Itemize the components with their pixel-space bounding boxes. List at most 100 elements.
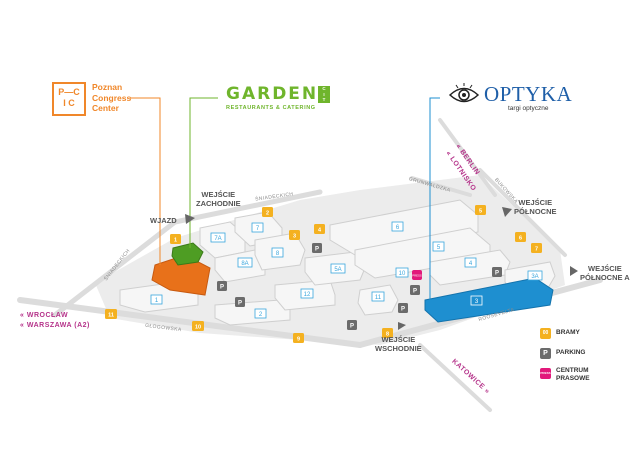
hall-number-5a-text: 5A <box>334 267 341 273</box>
direction-warszawa-text: WARSZAWA (A2) <box>26 322 90 329</box>
hall-number-7a: 7A <box>210 232 226 243</box>
hall-number-5-text: 5 <box>437 245 441 251</box>
hall-number-8a: 8A <box>237 257 253 268</box>
parking-4-text: P <box>413 289 417 295</box>
parking-5: P <box>347 320 357 330</box>
hall-number-1-text: 1 <box>155 298 159 304</box>
road-grunwaldzka <box>410 176 472 197</box>
parking-1-text: P <box>220 285 224 291</box>
gate-3: 3 <box>289 230 300 240</box>
hall-number-8a-text: 8A <box>241 261 248 267</box>
gate-10-text: 10 <box>195 325 201 331</box>
gate-badges: 1 2 3 4 5 6 7 8 9 10 11 <box>105 205 542 343</box>
hall-number-7-text: 7 <box>256 226 260 232</box>
hall-number-3: 3 <box>470 295 483 306</box>
legend-press: PRESS CENTRUM PRASOWE <box>540 367 632 382</box>
hall-number-5a: 5A <box>330 263 346 274</box>
press-center-marker-text: PRESS <box>412 274 422 278</box>
hall-number-11: 11 <box>371 291 385 302</box>
road-katowice <box>418 343 492 412</box>
north-entrance-arrow <box>502 207 512 217</box>
hall-2-block <box>214 299 291 326</box>
parking-1: P <box>217 281 227 291</box>
road-sniadeckich-top <box>172 189 323 225</box>
press-center-marker: PRESS <box>412 270 422 280</box>
west-entrance-label: WEJŚCIE ZACHODNIE <box>196 190 241 208</box>
road-bukowska <box>478 168 567 257</box>
gate-2: 2 <box>262 207 273 217</box>
east-entrance-label: WEJŚCIE WSCHODNIE <box>375 335 422 353</box>
north-entrance-a-label: WEJŚCIE PÓŁNOCNE A <box>580 264 630 282</box>
parking-legend-icon: P <box>540 348 551 359</box>
gate-8-text: 8 <box>386 332 389 338</box>
gate-10: 10 <box>192 321 204 331</box>
hall-number-4-text: 4 <box>469 261 473 267</box>
optyka-logo: OPTYKA targi optyczne <box>448 82 572 114</box>
hall-number-3a-text: 3A <box>531 274 538 280</box>
gate-7-text: 7 <box>535 247 538 253</box>
hall-number-7: 7 <box>251 222 264 233</box>
optyka-logo-subtitle: targi optyczne <box>508 105 549 112</box>
hall-number-badges: 1 2 3 3A 4 5 6 7 7A 8 8A 10 11 12 5A <box>150 221 543 319</box>
hall-number-7a-text: 7A <box>214 236 221 242</box>
road-lotnisko <box>438 118 497 197</box>
gate-7: 7 <box>531 243 542 253</box>
press-legend-label: CENTRUM PRASOWE <box>556 367 590 382</box>
legend-parking: P PARKING <box>540 347 632 361</box>
garden-logo-city: C I T Y <box>318 86 330 108</box>
garden-city-logo: GARDEN C I T Y RESTAURANTS & CATERING <box>226 84 336 114</box>
wjazd-label: WJAZD <box>150 216 177 225</box>
parking-3: P <box>312 243 322 253</box>
parking-2-text: P <box>238 301 242 307</box>
hall-number-12-text: 12 <box>304 292 311 298</box>
hall-number-8-text: 8 <box>276 251 280 257</box>
gate-11-text: 11 <box>108 313 114 319</box>
gate-3-text: 3 <box>293 234 296 240</box>
west-entrance-arrow <box>185 214 195 224</box>
garden-leader-line <box>189 97 218 248</box>
hall-number-1: 1 <box>150 294 163 305</box>
hall-number-3a: 3A <box>527 270 543 281</box>
eye-icon <box>448 83 480 103</box>
press-legend-icon: PRESS <box>540 368 551 379</box>
gate-5: 5 <box>475 205 486 215</box>
hall-number-10: 10 <box>395 267 409 278</box>
hall-number-3-text: 3 <box>475 299 479 305</box>
optyka-logo-word: OPTYKA <box>484 82 573 106</box>
gate-6: 6 <box>515 232 526 242</box>
pcc-logo-text: Poznan Congress Center <box>92 82 132 113</box>
garden-city-building <box>171 242 204 266</box>
parking-badges: P P P P P P P <box>217 243 502 330</box>
gate-2-text: 2 <box>266 211 269 217</box>
gate-6-text: 6 <box>519 236 522 242</box>
parking-2: P <box>235 297 245 307</box>
hall-number-11-text: 11 <box>375 295 382 301</box>
parking-3-text: P <box>315 247 319 253</box>
pcc-leader-line <box>130 97 161 265</box>
gate-5-text: 5 <box>479 209 482 215</box>
parking-4: P <box>410 285 420 295</box>
pcc-logo-mark: P—C I C <box>52 82 86 116</box>
parking-7: P <box>398 303 408 313</box>
north-entrance-label: WEJŚCIE PÓŁNOCNE <box>514 198 557 216</box>
hall-number-6-text: 6 <box>396 225 400 231</box>
hall-number-10-text: 10 <box>399 271 406 277</box>
map-legend: 00 BRAMY P PARKING PRESS CENTRUM PRASOWE <box>540 327 632 387</box>
parking-6-text: P <box>495 271 499 277</box>
gate-4-text: 4 <box>318 228 322 234</box>
gate-legend-icon: 00 <box>540 328 551 339</box>
gate-9: 9 <box>293 333 304 343</box>
gate-9-text: 9 <box>297 337 300 343</box>
gate-8: 8 <box>382 328 393 338</box>
garden-logo-word: GARDEN <box>226 84 319 104</box>
direction-wroclaw: « WROCŁAW <box>20 312 68 319</box>
hall-number-8: 8 <box>271 247 284 258</box>
hall-number-12: 12 <box>300 288 314 299</box>
direction-warszawa: « WARSZAWA (A2) <box>20 322 90 329</box>
garden-logo-subtitle: RESTAURANTS & CATERING <box>226 105 316 111</box>
arrow-left-icon: « <box>20 312 25 319</box>
hall-number-4: 4 <box>464 257 477 268</box>
gate-legend-label: BRAMY <box>556 329 580 336</box>
east-entrance-arrow <box>398 322 406 330</box>
north-entrance-a-arrow <box>570 266 578 276</box>
